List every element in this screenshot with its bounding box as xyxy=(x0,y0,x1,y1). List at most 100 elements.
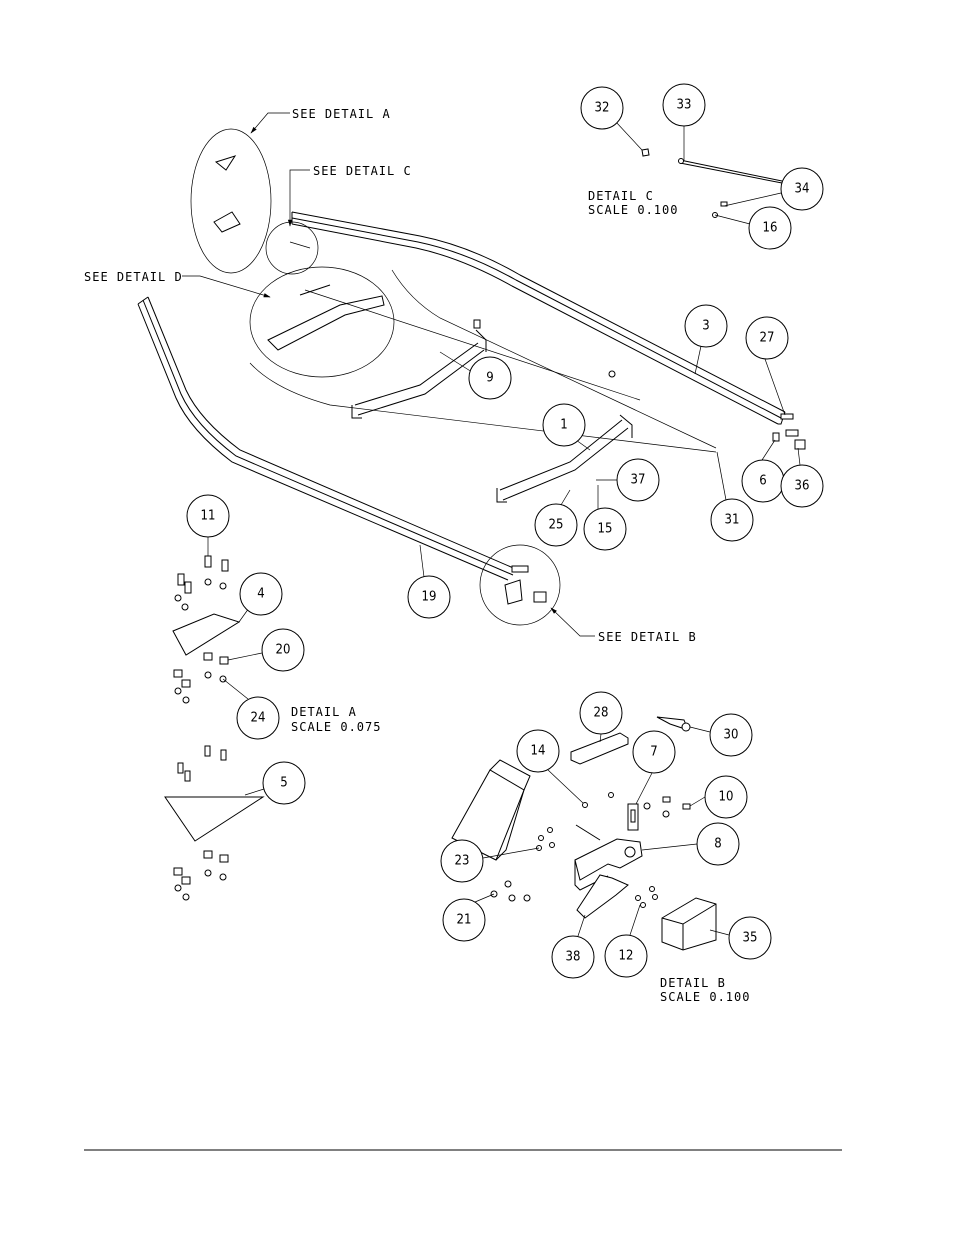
balloon-circle xyxy=(516,729,560,773)
see-detail-d-label: SEE DETAIL D xyxy=(84,270,183,284)
part-balloon-3: 3 xyxy=(684,304,728,348)
balloon-circle xyxy=(696,822,740,866)
balloon-number: 19 xyxy=(422,590,437,605)
balloon-number: 5 xyxy=(280,776,287,791)
balloon-number: 23 xyxy=(455,854,470,869)
balloon-number: 27 xyxy=(760,331,775,346)
part-balloon-31: 31 xyxy=(710,498,754,542)
balloon-circle xyxy=(236,696,280,740)
detail-a-ellipse xyxy=(190,128,272,274)
balloon-number: 35 xyxy=(743,931,758,946)
balloon-circle xyxy=(745,316,789,360)
detail-a-scale: SCALE 0.075 xyxy=(291,720,381,734)
part-balloon-28: 28 xyxy=(579,691,623,735)
balloon-number: 38 xyxy=(566,950,581,965)
part-balloon-16: 16 xyxy=(748,206,792,250)
part-balloon-4: 4 xyxy=(239,572,283,616)
balloon-circle xyxy=(728,916,772,960)
balloon-number: 8 xyxy=(714,837,721,852)
leader-lines xyxy=(207,121,801,937)
detail-b-plate-7 xyxy=(627,803,639,831)
balloon-number: 31 xyxy=(725,513,740,528)
part-balloon-37: 37 xyxy=(616,458,660,502)
detail-c-parts xyxy=(641,148,783,218)
part-balloon-24: 24 xyxy=(236,696,280,740)
part-balloon-12: 12 xyxy=(604,934,648,978)
balloon-circle xyxy=(710,498,754,542)
balloon-circle xyxy=(579,691,623,735)
balloon-number: 20 xyxy=(276,643,291,658)
balloon-number: 14 xyxy=(531,744,546,759)
balloon-circle xyxy=(534,503,578,547)
see-detail-a-leader xyxy=(250,112,290,134)
balloon-circle xyxy=(580,86,624,130)
detail-a-plate-4 xyxy=(172,613,241,656)
balloon-circle xyxy=(704,775,748,819)
detail-b-bracket-8 xyxy=(574,824,643,891)
balloon-number: 3 xyxy=(702,319,709,334)
balloon-number: 36 xyxy=(795,479,810,494)
balloon-circle xyxy=(632,730,676,774)
detail-b-light-38 xyxy=(576,874,629,919)
balloon-number: 6 xyxy=(759,474,766,489)
cross-rod-31 xyxy=(249,269,717,453)
lower-frame-rail xyxy=(137,296,519,581)
part-balloon-25: 25 xyxy=(534,503,578,547)
detail-b-hardware xyxy=(490,792,691,908)
balloon-number: 37 xyxy=(631,473,646,488)
balloon-number: 34 xyxy=(795,182,810,197)
see-detail-c-label: SEE DETAIL C xyxy=(313,164,412,178)
detail-d-ellipse xyxy=(249,266,395,378)
part-balloon-10: 10 xyxy=(704,775,748,819)
part-balloon-36: 36 xyxy=(780,464,824,508)
cross-member-9 xyxy=(351,319,487,419)
detail-a-title: DETAIL A xyxy=(291,705,357,719)
see-detail-b-label: SEE DETAIL B xyxy=(598,630,697,644)
see-detail-a-label: SEE DETAIL A xyxy=(292,107,391,121)
balloon-circle xyxy=(407,575,451,619)
balloon-number: 11 xyxy=(201,509,216,524)
part-balloon-1: 1 xyxy=(542,403,586,447)
balloon-circle xyxy=(684,304,728,348)
detail-a-plate-5 xyxy=(164,796,265,842)
balloon-number: 9 xyxy=(486,371,493,386)
part-balloon-15: 15 xyxy=(583,507,627,551)
balloon-number: 16 xyxy=(763,221,778,236)
balloon-number: 21 xyxy=(457,913,472,928)
detail-c-circle xyxy=(265,221,319,275)
part-balloon-6: 6 xyxy=(741,459,785,503)
detail-b-pipe-30 xyxy=(656,716,691,732)
balloon-number: 4 xyxy=(257,587,264,602)
upper-frame-rail xyxy=(291,211,786,425)
part-balloon-30: 30 xyxy=(709,713,753,757)
balloon-circle xyxy=(442,898,486,942)
part-balloon-5: 5 xyxy=(262,761,306,805)
balloon-circle xyxy=(468,356,512,400)
detail-b-bumper-28 xyxy=(570,732,629,765)
balloon-circle xyxy=(616,458,660,502)
detail-a-hardware xyxy=(173,555,229,901)
balloon-circle xyxy=(542,403,586,447)
balloon-number: 32 xyxy=(595,101,610,116)
balloon-circle xyxy=(262,761,306,805)
detail-b-circle xyxy=(479,544,561,626)
balloon-circle xyxy=(604,934,648,978)
balloon-number: 10 xyxy=(719,790,734,805)
part-balloon-23: 23 xyxy=(440,839,484,883)
see-detail-b-leader xyxy=(550,607,595,637)
balloon-number: 25 xyxy=(549,518,564,533)
detail-b-block-35 xyxy=(661,897,717,951)
balloon-number: 30 xyxy=(724,728,739,743)
detail-c-title: DETAIL C xyxy=(588,189,654,203)
balloon-circle xyxy=(551,935,595,979)
balloon-circle xyxy=(662,83,706,127)
rear-rod xyxy=(304,289,641,401)
part-balloon-27: 27 xyxy=(745,316,789,360)
detail-b-title: DETAIL B xyxy=(660,976,726,990)
balloon-number: 28 xyxy=(594,706,609,721)
part-balloon-14: 14 xyxy=(516,729,560,773)
part-balloon-38: 38 xyxy=(551,935,595,979)
part-balloon-32: 32 xyxy=(580,86,624,130)
rail-end-hardware xyxy=(772,413,806,450)
